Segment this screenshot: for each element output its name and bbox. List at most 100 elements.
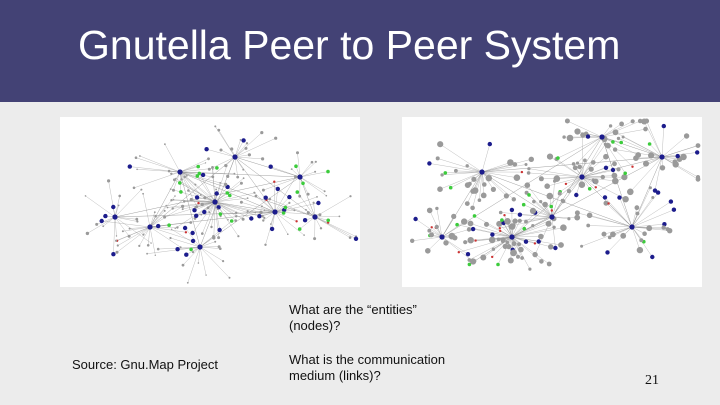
graph-node — [470, 258, 477, 265]
graph-node — [167, 223, 171, 227]
graph-node — [572, 165, 578, 171]
edge-line — [173, 171, 181, 191]
graph-node — [103, 213, 108, 219]
edge-line — [213, 201, 216, 238]
edge-line — [271, 211, 276, 229]
edge-line — [137, 169, 181, 173]
edge-line — [492, 234, 513, 238]
graph-node — [153, 211, 156, 214]
graph-node — [310, 160, 314, 164]
graph-node — [142, 192, 144, 195]
graph-node — [464, 201, 470, 206]
graph-node — [290, 168, 293, 170]
edge-line — [274, 202, 290, 213]
graph-node — [490, 186, 496, 192]
edge-line — [299, 161, 316, 178]
edge-line — [412, 236, 443, 241]
graph-node — [646, 225, 653, 232]
edge-line — [175, 178, 216, 203]
node-group — [410, 118, 701, 271]
graph-node — [217, 128, 221, 132]
graph-node — [142, 233, 145, 236]
graph-node — [668, 199, 674, 204]
graph-node — [348, 236, 352, 239]
graph-node — [316, 196, 318, 198]
edge-line — [114, 176, 301, 218]
graph-node — [254, 211, 257, 214]
graph-node — [214, 240, 217, 243]
graph-node — [539, 259, 544, 264]
edge-line — [199, 176, 301, 248]
graph-node — [210, 225, 213, 229]
question-entities: What are the “entities” (nodes)? — [289, 302, 417, 333]
graph-node — [503, 193, 509, 199]
graph-node — [156, 223, 161, 229]
graph-node — [115, 239, 118, 242]
edge-line — [528, 172, 583, 178]
graph-node — [194, 183, 197, 186]
graph-node — [241, 217, 245, 221]
edge-line — [172, 201, 216, 209]
graph-node — [536, 239, 541, 244]
graph-node — [591, 160, 596, 165]
graph-node — [564, 118, 570, 124]
edge-line — [179, 171, 316, 218]
edge-line — [551, 136, 603, 218]
graph-node — [550, 209, 553, 212]
graph-node — [593, 178, 599, 185]
graph-node — [245, 142, 249, 145]
graph-node — [601, 231, 607, 237]
graph-node — [154, 214, 157, 218]
graph-node — [440, 173, 444, 177]
graph-node — [242, 168, 245, 171]
graph-node — [529, 207, 537, 214]
edge-line — [211, 201, 216, 228]
graph-node — [552, 225, 556, 229]
graph-node — [206, 206, 210, 210]
graph-node — [651, 196, 655, 199]
edge-line — [528, 194, 553, 218]
edge-line — [654, 156, 663, 191]
edge-line — [511, 227, 555, 238]
edge-line — [497, 236, 513, 265]
edge-line — [179, 171, 196, 185]
edge-line — [492, 236, 513, 258]
graph-node — [605, 250, 610, 255]
graph-node — [457, 251, 460, 254]
edge-line — [149, 211, 276, 228]
edge-line — [122, 226, 151, 232]
graph-node — [505, 219, 511, 225]
edge-line — [274, 211, 305, 236]
edge-line — [214, 197, 248, 203]
graph-node — [312, 201, 315, 204]
edge-line — [135, 157, 181, 173]
graph-node — [482, 182, 487, 187]
graph-node — [111, 204, 116, 210]
edge-line — [631, 207, 638, 228]
graph-node — [242, 177, 245, 180]
graph-node — [665, 227, 670, 232]
edge-line — [581, 160, 586, 178]
question-medium: What is the communication medium (links)… — [289, 352, 446, 383]
edge-line — [511, 220, 520, 238]
graph-node — [167, 169, 171, 173]
edge-line — [551, 216, 556, 248]
edge-line — [274, 211, 297, 222]
edge-line — [202, 201, 216, 234]
graph-node — [216, 208, 219, 210]
graph-node — [511, 241, 517, 247]
edge-line — [149, 226, 181, 248]
graph-node — [287, 194, 292, 200]
graph-node — [639, 238, 644, 243]
graph-node — [602, 195, 608, 200]
edge-line — [274, 211, 288, 235]
edge-line — [440, 143, 483, 173]
graph-node — [207, 167, 211, 171]
edge-line — [214, 201, 236, 221]
graph-node — [521, 202, 526, 207]
graph-node — [574, 210, 580, 216]
edge-line — [436, 208, 443, 238]
graph-node — [121, 230, 124, 233]
graph-node — [182, 225, 188, 231]
graph-node — [512, 218, 518, 224]
